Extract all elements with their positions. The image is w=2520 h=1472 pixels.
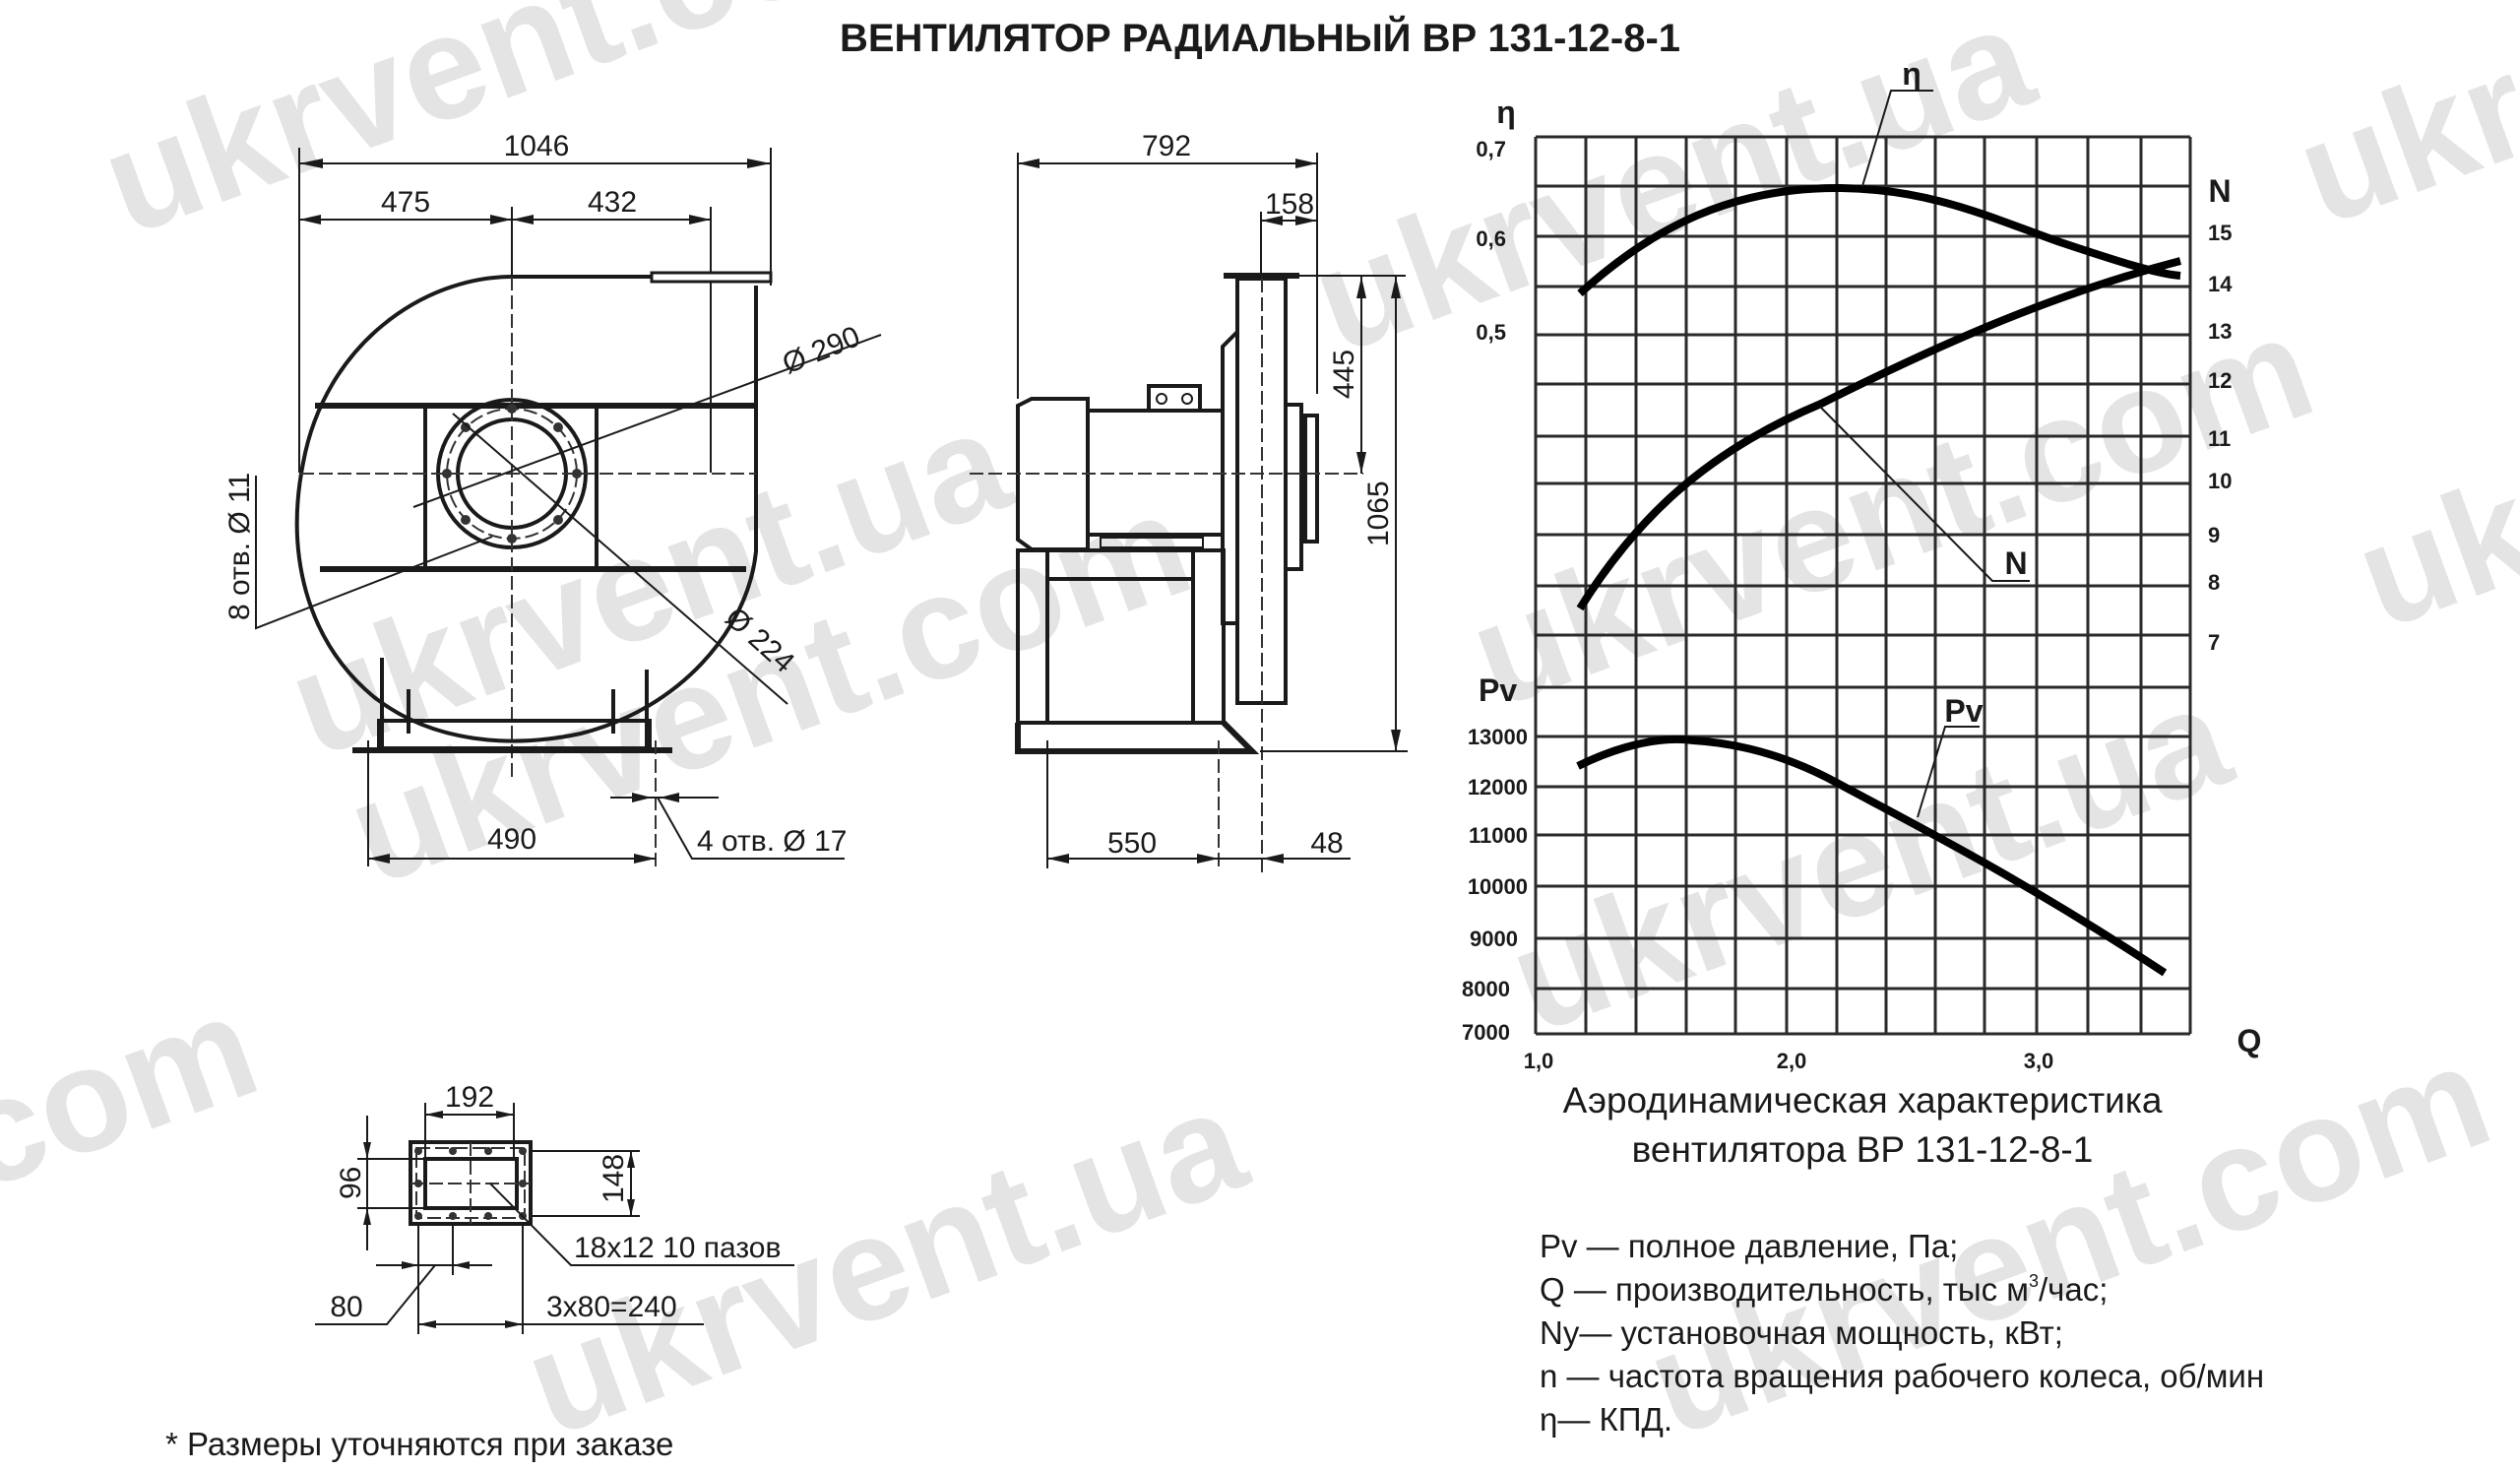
watermark: ukr	[2336, 425, 2520, 660]
footnote: * Размеры уточняются при заказе	[165, 1426, 673, 1462]
watermark: ukrvent.ua	[1489, 652, 2249, 1063]
pv-curve	[1576, 735, 2168, 977]
watermark: com	[0, 962, 277, 1221]
n-tick: 9	[2208, 523, 2220, 547]
legend-q-text: Q — производительность, тыс м	[1540, 1271, 2029, 1308]
n-curve	[1576, 257, 2182, 611]
pv-tick: 8000	[1462, 977, 1510, 1001]
performance-chart: η 0,7 0,6 0,5 N 15 14 13 12 11 10 9 8 7 …	[1462, 56, 2261, 1170]
legend-q-unit: /час;	[2039, 1271, 2108, 1308]
legend-eta: η— КПД.	[1540, 1401, 1672, 1438]
dim-base-side: 550	[1107, 827, 1157, 860]
eta-curve	[1577, 183, 2181, 296]
eta-tick: 0,5	[1476, 320, 1506, 345]
pv-tick: 11000	[1469, 823, 1528, 848]
holes-label: 8 отв. Ø 11	[223, 473, 256, 620]
legend-q: Q — производительность, тыс м3/час;	[1540, 1271, 2108, 1308]
n-tick: 10	[2208, 469, 2232, 493]
eta-tick: 0,6	[1476, 226, 1506, 251]
dim-overall-width: 1046	[504, 130, 570, 162]
dim-slot-pitch-total: 3x80=240	[546, 1291, 677, 1323]
eta-tick: 0,7	[1476, 137, 1506, 161]
chart-caption-line2: вентилятора ВР 131-12-8-1	[1632, 1129, 2094, 1170]
dim-left: 475	[381, 186, 430, 219]
dim-outlet: 158	[1265, 188, 1314, 221]
base-holes-label: 4 отв. Ø 17	[697, 825, 847, 858]
pv-axis-label: Pv	[1479, 672, 1517, 708]
watermark: ukr	[2277, 22, 2520, 256]
q-axis-label: Q	[2237, 1023, 2262, 1058]
dim-base-front: 490	[487, 823, 536, 856]
pv-tick: 10000	[1468, 874, 1528, 899]
pv-tick: 12000	[1468, 775, 1528, 800]
side-view: 792 158 445	[970, 130, 1408, 876]
pv-tick: 9000	[1470, 927, 1518, 951]
watermark: ukrvent.com	[1450, 283, 2332, 738]
dim-flange-outer-height: 148	[598, 1154, 630, 1203]
q-tick: 1,0	[1524, 1049, 1554, 1073]
dim-right: 432	[588, 186, 637, 219]
dim-offset: 48	[1310, 827, 1343, 860]
n-tick: 14	[2208, 272, 2233, 296]
legend-q-superscript: 3	[2029, 1271, 2039, 1291]
n-curve-label: N	[2004, 545, 2027, 581]
dim-flange-inner-height: 96	[335, 1167, 367, 1199]
page-title: ВЕНТИЛЯТОР РАДИАЛЬНЫЙ ВР 131-12-8-1	[840, 15, 1680, 60]
dia-outer-label: Ø 290	[778, 320, 864, 380]
q-tick: 2,0	[1777, 1049, 1807, 1073]
q-tick: 3,0	[2024, 1049, 2054, 1073]
n-tick: 15	[2208, 221, 2232, 245]
chart-caption-line1: Аэродинамическая характеристика	[1563, 1080, 2163, 1120]
pv-tick: 7000	[1462, 1020, 1510, 1045]
n-tick: 12	[2208, 368, 2232, 393]
legend-ny: Ny— установочная мощность, кВт;	[1540, 1314, 2063, 1351]
dim-axis-height: 445	[1328, 350, 1360, 399]
legend: Pv — полное давление, Па; Q — производит…	[1540, 1228, 2264, 1438]
n-tick: 7	[2208, 630, 2220, 655]
eta-axis-label: η	[1496, 95, 1516, 130]
outlet-flange-detail: 192 96 148 18x12 10 пазов 80 3x80=240	[315, 1081, 794, 1334]
n-tick: 8	[2208, 570, 2220, 595]
n-tick: 13	[2208, 319, 2232, 344]
n-axis-label: N	[2208, 173, 2231, 209]
dim-flange-width: 192	[445, 1081, 494, 1114]
n-tick: 11	[2208, 426, 2231, 451]
legend-n: n — частота вращения рабочего колеса, об…	[1540, 1358, 2264, 1394]
dim-slot-pitch: 80	[330, 1291, 362, 1323]
dim-total-height: 1065	[1362, 480, 1395, 546]
legend-pv: Pv — полное давление, Па;	[1540, 1228, 1958, 1264]
pv-curve-label: Pv	[1944, 693, 1983, 729]
dim-overall-length: 792	[1142, 130, 1191, 162]
slots-label: 18x12 10 пазов	[574, 1232, 781, 1264]
eta-curve-label: η	[1902, 56, 1922, 92]
pv-tick: 13000	[1468, 725, 1528, 749]
